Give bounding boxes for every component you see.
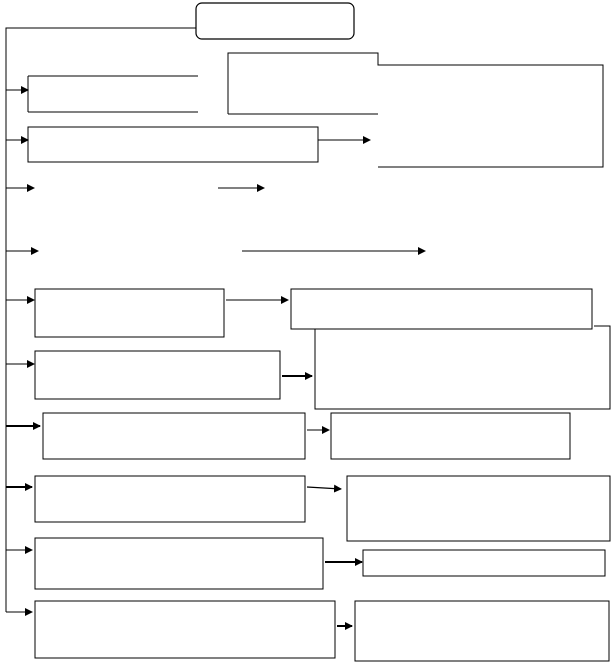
step-9-result-box <box>362 549 606 577</box>
step-5-box <box>34 288 225 338</box>
step-10-result-box <box>354 600 610 662</box>
step-6-result-box <box>314 325 611 410</box>
spine-connector <box>5 27 196 612</box>
step-10-box <box>34 600 336 659</box>
info-box-upper-right <box>227 52 604 168</box>
step-9-box <box>34 537 324 590</box>
step-8-box <box>34 475 306 523</box>
step-5-result-box <box>290 288 593 330</box>
step-6-box <box>34 350 281 400</box>
step-8-result-box <box>346 475 611 542</box>
step-7-result-box <box>330 412 571 460</box>
step-2-box <box>27 126 319 163</box>
title-box <box>195 2 355 40</box>
step-8-out-arrow <box>306 484 342 493</box>
step-7-box <box>42 412 306 460</box>
